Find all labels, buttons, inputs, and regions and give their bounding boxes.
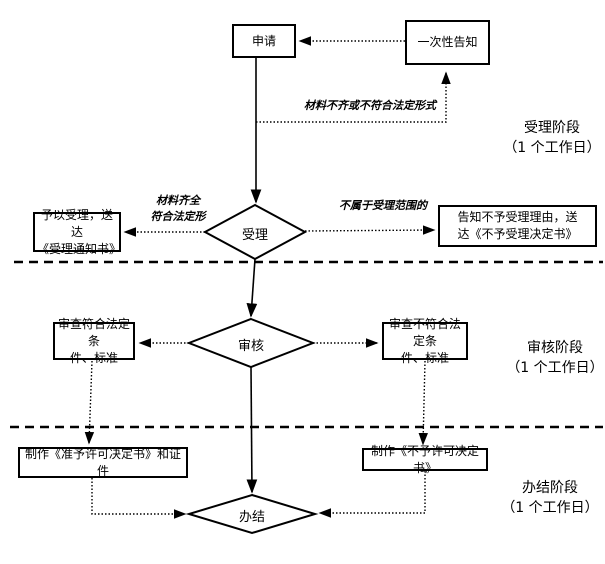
edge-denial-to-close bbox=[318, 471, 426, 518]
grant-acceptance-node: 予以受理，送达 《受理通知书》 bbox=[33, 208, 121, 256]
reject-acceptance-node: 告知不予受理理由，送 达《不予受理决定书》 bbox=[438, 205, 597, 247]
materials-incomplete-label: 材料不齐或不符合法定形式 bbox=[304, 99, 436, 112]
review-stage-label: 审核阶段 （1 个工作日） bbox=[506, 340, 604, 376]
close-diamond bbox=[185, 493, 319, 535]
edge-pass-to-license bbox=[84, 360, 95, 445]
edge-license-to-close bbox=[91, 478, 187, 519]
edge-accept-to-reject bbox=[304, 225, 436, 235]
close-stage-label: 办结阶段 （1 个工作日） bbox=[501, 480, 599, 516]
edge-accept-to-review bbox=[246, 258, 258, 318]
review-fail-node: 审查不符合法定条 件、标准 bbox=[382, 317, 468, 365]
review-diamond-label: 审核 bbox=[237, 339, 264, 354]
accept-diamond-label: 受理 bbox=[241, 228, 268, 243]
out-of-scope-label: 不属于受理范围的 bbox=[339, 199, 427, 212]
accept-stage-label: 受理阶段 （1 个工作日） bbox=[503, 120, 601, 156]
review-pass-node: 审查符合法定条 件、标准 bbox=[53, 317, 135, 365]
apply-node: 申请 bbox=[232, 24, 296, 58]
edge-review-to-close bbox=[246, 366, 258, 494]
edge-fail-to-denial bbox=[418, 360, 428, 446]
make-license-node: 制作《准予许可决定书》和证件 bbox=[18, 447, 188, 478]
one-time-notice-node: 一次性告知 bbox=[405, 20, 490, 65]
close-diamond-label: 办结 bbox=[238, 510, 265, 525]
make-denial-node: 制作《不予许可决定书》 bbox=[362, 444, 488, 475]
edge-incomplete-to-notice bbox=[256, 71, 451, 123]
materials-complete-label: 材料齐全 符合法定形 bbox=[150, 194, 206, 223]
